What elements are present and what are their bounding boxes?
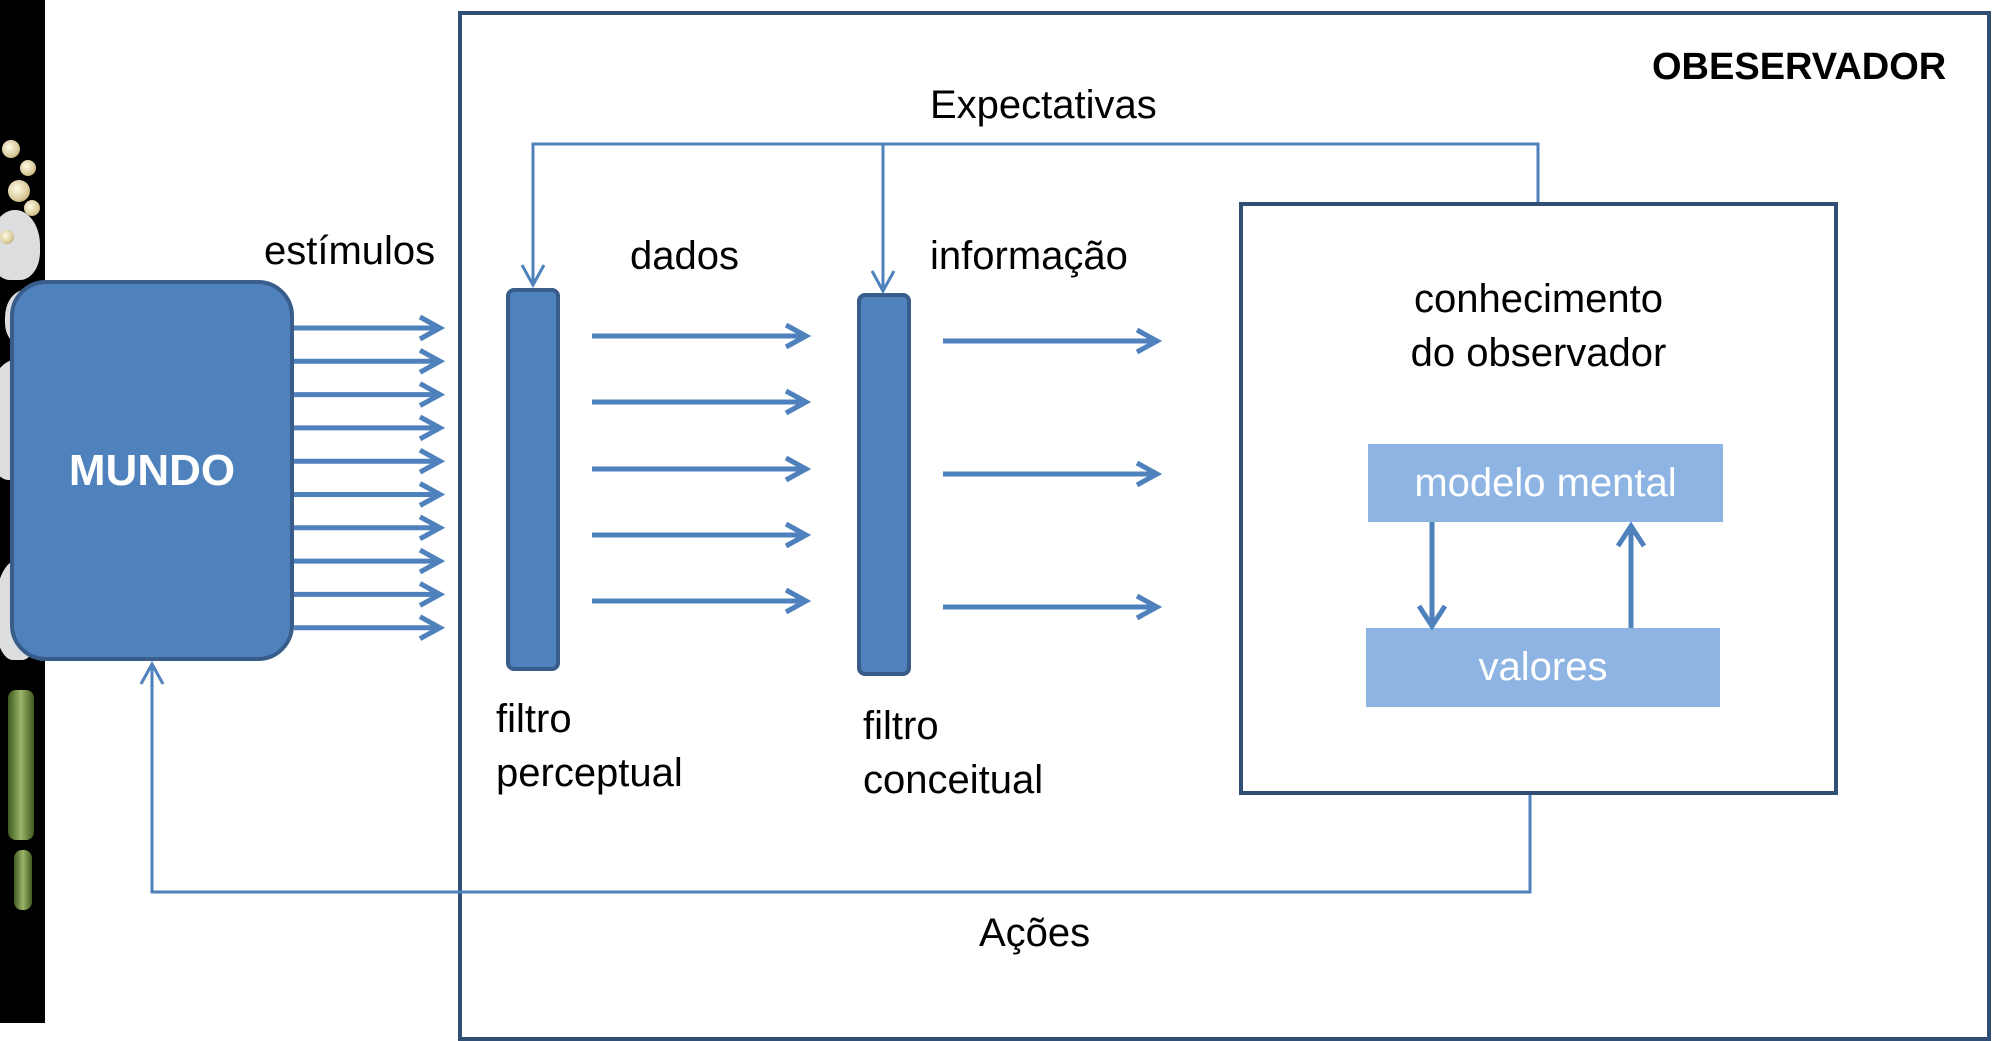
mental-model-box: modelo mental (1368, 444, 1723, 522)
world-label: MUNDO (68, 445, 236, 495)
data-arrow-head (784, 587, 812, 615)
data-arrows (592, 322, 812, 615)
model-to-values-arrowhead (1416, 604, 1448, 631)
information-arrow-head (1135, 460, 1163, 488)
observer-title: OBESERVADOR (1652, 46, 1947, 88)
stimulus-arrow-head (418, 581, 446, 608)
flower-bud (8, 180, 30, 202)
conceptual-filter-label: filtro conceitual (863, 699, 1043, 807)
flower-stem (14, 850, 32, 910)
expectations-arrowhead-perceptual (520, 264, 546, 289)
conceptual-filter-label-line1: filtro (863, 704, 939, 748)
stimulus-arrow-head (418, 414, 446, 442)
flower-bud (2, 140, 20, 158)
data-arrow-head (784, 322, 812, 350)
stimulus-arrow-head (418, 514, 446, 541)
expectations-connector (531, 142, 1540, 283)
knowledge-label-line2: do observador (1410, 331, 1667, 375)
flower-bud (0, 230, 14, 244)
world-box: MUNDO (10, 280, 294, 661)
stimulus-arrow-head (418, 481, 446, 508)
information-label: informação (930, 234, 1128, 278)
perceptual-filter-label: filtro perceptual (496, 692, 683, 800)
perceptual-filter-label-line1: filtro (496, 697, 572, 741)
data-arrow-head (784, 388, 812, 416)
conceptual-filter-bar (857, 293, 911, 676)
perceptual-filter-label-line2: perceptual (496, 751, 683, 795)
information-arrows (943, 327, 1163, 621)
mental-model-label: modelo mental (1414, 460, 1677, 505)
knowledge-label-line1: conhecimento (1413, 277, 1664, 321)
stimulus-arrow-head (418, 547, 446, 575)
expectations-arrowhead-conceptual (870, 270, 896, 295)
data-arrow-head (784, 521, 812, 549)
data-label: dados (630, 234, 739, 278)
information-arrow-head (1135, 593, 1163, 621)
actions-connector (150, 666, 1532, 894)
values-label: valores (1478, 645, 1608, 689)
flower-bud (24, 200, 40, 216)
knowledge-label: conhecimento do observador (1239, 272, 1838, 380)
stimulus-arrow-head (418, 348, 446, 375)
expectations-label: Expectativas (930, 83, 1157, 127)
conceptual-filter-label-line2: conceitual (863, 758, 1044, 802)
information-arrow-head (1135, 327, 1163, 355)
stimulus-arrow-head (418, 448, 446, 475)
values-to-model-arrowhead (1615, 521, 1647, 548)
stimulus-arrows (294, 314, 446, 641)
flower-petal (0, 210, 40, 280)
stimuli-label: estímulos (264, 229, 436, 273)
flower-stem (8, 690, 34, 840)
stimulus-arrow-head (418, 614, 446, 641)
stimulus-arrow-head (418, 314, 446, 342)
stimulus-arrow-head (418, 381, 446, 408)
data-arrow-head (784, 455, 812, 483)
values-box: valores (1366, 628, 1720, 707)
perceptual-filter-bar (506, 288, 560, 671)
flower-bud (20, 160, 36, 176)
actions-label: Ações (979, 911, 1091, 955)
actions-arrowhead (139, 660, 165, 685)
